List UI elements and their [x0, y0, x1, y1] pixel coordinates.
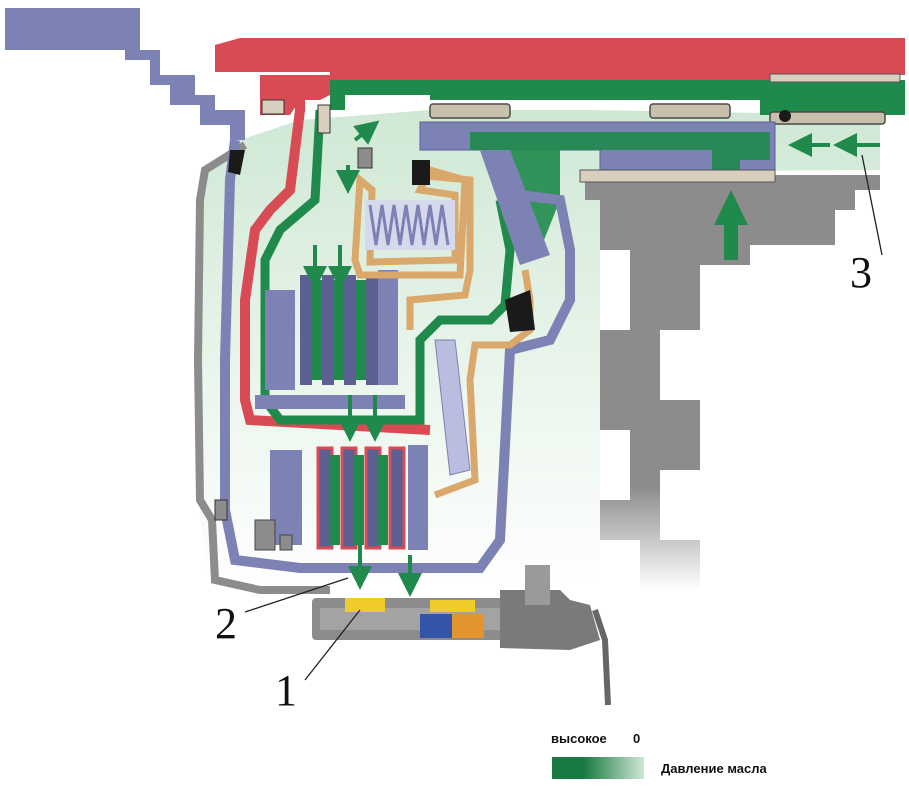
- sensor-cable: [592, 609, 611, 706]
- tan-piston-arm: [406, 171, 474, 330]
- flow-arrow-icon: [303, 120, 880, 597]
- diagonal-strut: [434, 339, 471, 476]
- callout-1-label: 1: [275, 666, 297, 715]
- large-pressure-arrow-icon: [714, 190, 748, 260]
- callout-3-label: 3: [850, 248, 872, 297]
- check-ball: [779, 110, 791, 122]
- seals: [214, 99, 535, 521]
- bearing-inserts: [429, 103, 886, 125]
- clutch-drum-outer: [220, 139, 575, 573]
- legend-title: Давление масла: [661, 761, 767, 776]
- lower-clutch-pack: [254, 445, 428, 551]
- housing-top-left: [5, 8, 245, 140]
- pressure-region-dark: [470, 132, 770, 250]
- sensor-element-blue: [420, 614, 452, 638]
- pressure-sensor: [312, 565, 611, 706]
- upper-clutch-pack: [255, 270, 405, 409]
- diagonal-link: [480, 150, 550, 265]
- red-top-plate: [215, 38, 905, 82]
- legend-zero-label: 0: [633, 731, 641, 746]
- bearing-strip-top: [769, 73, 901, 83]
- sensor-element-yellow-2: [430, 600, 475, 612]
- return-spring-icon: [365, 200, 455, 250]
- callout-2-label: 2: [215, 599, 237, 648]
- oil-channel-top: [330, 80, 905, 115]
- red-passage: [240, 95, 431, 435]
- sensor-element-orange: [452, 614, 484, 638]
- sensor-element-yellow-1: [345, 598, 385, 612]
- tan-rail: [579, 169, 776, 183]
- legend-high-label: высокое: [551, 731, 607, 746]
- oil-pressure-gradient-bar: [552, 757, 644, 779]
- callout-leaders: [244, 154, 883, 681]
- gearbox-case: [585, 175, 880, 590]
- clutch-drum-inner: [260, 109, 515, 425]
- outer-casing-left: [193, 141, 330, 594]
